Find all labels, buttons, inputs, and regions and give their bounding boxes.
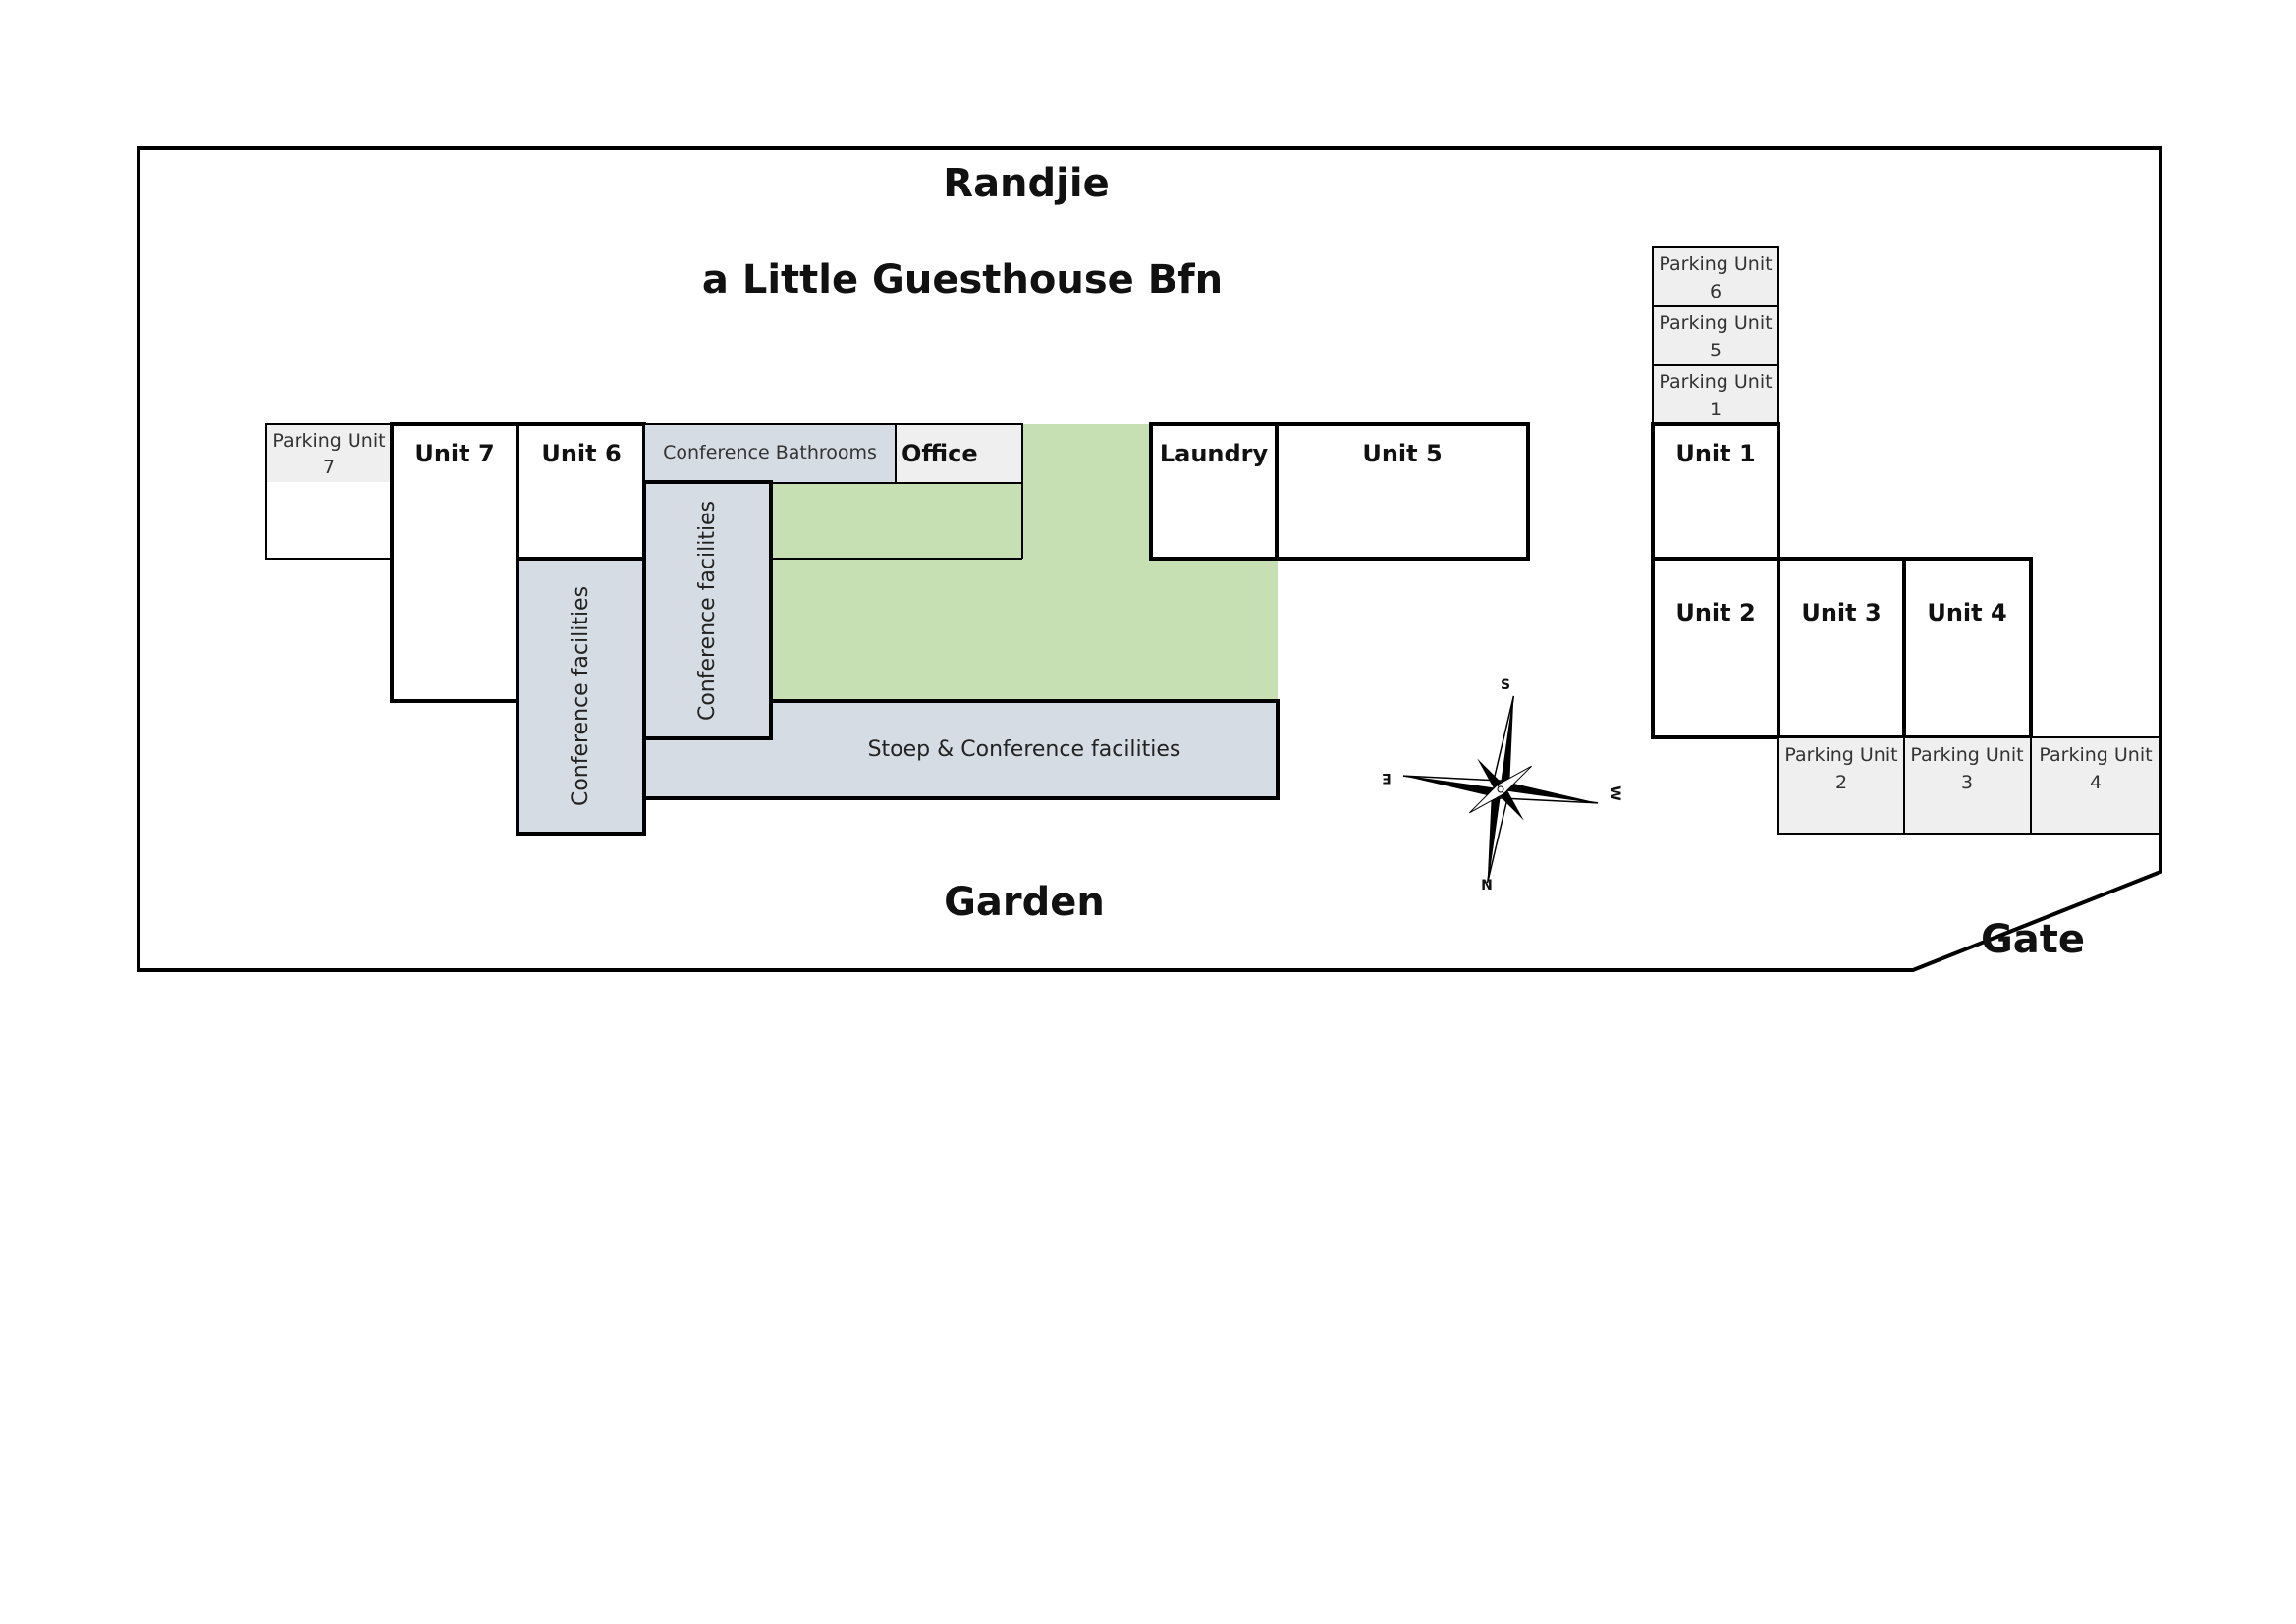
laundry: Laundry [1149, 422, 1279, 561]
property-boundary [137, 146, 2162, 972]
garden-area [772, 424, 1278, 703]
parking-unit-1: Parking Unit 1 [1652, 364, 1779, 425]
unit-4-label: Unit 4 [1927, 599, 2006, 626]
unit-1-label: Unit 1 [1675, 440, 1755, 467]
unit-6-label: Unit 6 [541, 440, 621, 467]
parking-unit-2-number: 2 [1835, 772, 1847, 793]
parking-unit-3-number: 3 [1961, 772, 1973, 793]
conference-bathrooms-label: Conference Bathrooms [663, 442, 877, 463]
compass-w-label: W [1607, 785, 1622, 800]
parking-unit-4-label: Parking Unit [2039, 744, 2152, 766]
compass-n-label: N [1481, 878, 1493, 893]
conference-facilities-middle: Conference facilities [642, 480, 773, 740]
parking-unit-6-label: Parking Unit [1659, 253, 1772, 275]
parking-unit-7: Parking Unit 7 [265, 423, 393, 560]
parking-unit-2-label: Parking Unit [1784, 744, 1897, 766]
parking-unit-7-label: Parking Unit [272, 430, 385, 452]
parking-unit-5-label: Parking Unit [1659, 312, 1772, 334]
unit-7-label: Unit 7 [414, 440, 494, 467]
parking-unit-4-number: 4 [2090, 772, 2102, 793]
site-subtitle: a Little Guesthouse Bfn [702, 257, 1223, 302]
unit-5-label: Unit 5 [1362, 440, 1442, 467]
garden-label: Garden [944, 880, 1105, 925]
unit-2-label: Unit 2 [1675, 599, 1755, 626]
compass-rose-icon [1402, 695, 1599, 884]
conference-facilities-left: Conference facilities [516, 557, 646, 836]
compass-s-label: S [1501, 677, 1510, 693]
unit-5: Unit 5 [1275, 422, 1530, 561]
office-label: Office [902, 440, 978, 467]
unit-1: Unit 1 [1651, 422, 1780, 561]
conference-bathrooms: Conference Bathrooms [643, 423, 897, 484]
unit-6: Unit 6 [516, 422, 646, 561]
unit-3: Unit 3 [1777, 557, 1906, 739]
parking-unit-3-label: Parking Unit [1910, 744, 2023, 766]
parking-unit-1-number: 1 [1710, 399, 1722, 420]
office: Office [895, 423, 1023, 484]
unit-4: Unit 4 [1902, 557, 2033, 739]
stoep-label: Stoep & Conference facilities [868, 737, 1181, 762]
stoep-conference-facilities: Stoep & Conference facilities [642, 699, 1280, 800]
conference-facilities-middle-label: Conference facilities [695, 501, 720, 721]
compass-e-label: E [1382, 770, 1392, 785]
parking-unit-6-number: 6 [1710, 281, 1722, 302]
parking-unit-2: Parking Unit 2 [1777, 736, 1905, 835]
parking-unit-6: Parking Unit 6 [1652, 246, 1779, 307]
conference-facilities-left-label: Conference facilities [569, 586, 593, 806]
parking-unit-3: Parking Unit 3 [1903, 736, 2032, 835]
unit-3-label: Unit 3 [1801, 599, 1881, 626]
parking-unit-5: Parking Unit 5 [1652, 305, 1779, 366]
parking-unit-4: Parking Unit 4 [2030, 736, 2161, 835]
laundry-label: Laundry [1160, 440, 1269, 467]
unit-2: Unit 2 [1651, 557, 1780, 739]
unit-7: Unit 7 [390, 422, 519, 703]
parking-unit-5-number: 5 [1710, 340, 1722, 361]
gate-label: Gate [1981, 917, 2085, 962]
site-title: Randjie [943, 161, 1109, 206]
parking-unit-7-number: 7 [323, 457, 335, 478]
parking-unit-1-label: Parking Unit [1659, 371, 1772, 393]
